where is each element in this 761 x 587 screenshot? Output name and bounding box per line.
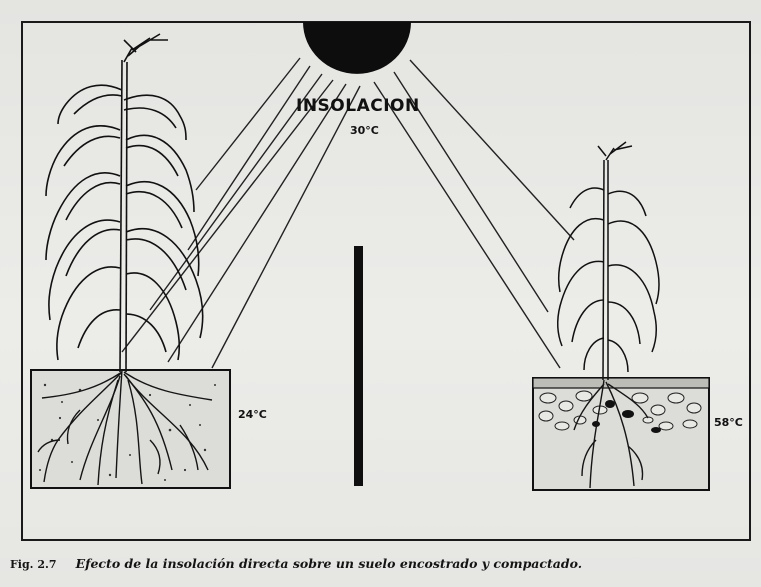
sun-ray xyxy=(168,84,346,362)
sun-ray xyxy=(196,58,300,190)
right-soil-temperature-label: 58°C xyxy=(714,416,743,429)
sun-temperature-label: 30°C xyxy=(350,124,379,137)
divider-bar xyxy=(354,246,363,486)
figure-caption: Fig. 2.7 Efecto de la insolación directa… xyxy=(10,553,750,572)
right-soil-block xyxy=(533,378,709,490)
left-soil-block xyxy=(31,370,230,488)
sun-ray xyxy=(410,60,574,240)
sun-ray xyxy=(212,86,360,368)
caption-text: Efecto de la insolación directa sobre un… xyxy=(76,556,583,571)
sun-ray xyxy=(374,82,560,368)
sun-ray xyxy=(188,66,310,250)
right-stalk xyxy=(603,160,604,380)
insolation-label: INSOLACION xyxy=(296,96,420,116)
left-stalk xyxy=(120,60,122,372)
right-maize-plant xyxy=(558,142,659,380)
sun-disc xyxy=(303,22,411,74)
right-crust xyxy=(533,378,709,388)
sun-ray xyxy=(122,80,333,352)
figure-number: Fig. 2.7 xyxy=(10,558,56,571)
left-soil-temperature-label: 24°C xyxy=(238,408,267,421)
left-maize-plant xyxy=(46,34,203,372)
